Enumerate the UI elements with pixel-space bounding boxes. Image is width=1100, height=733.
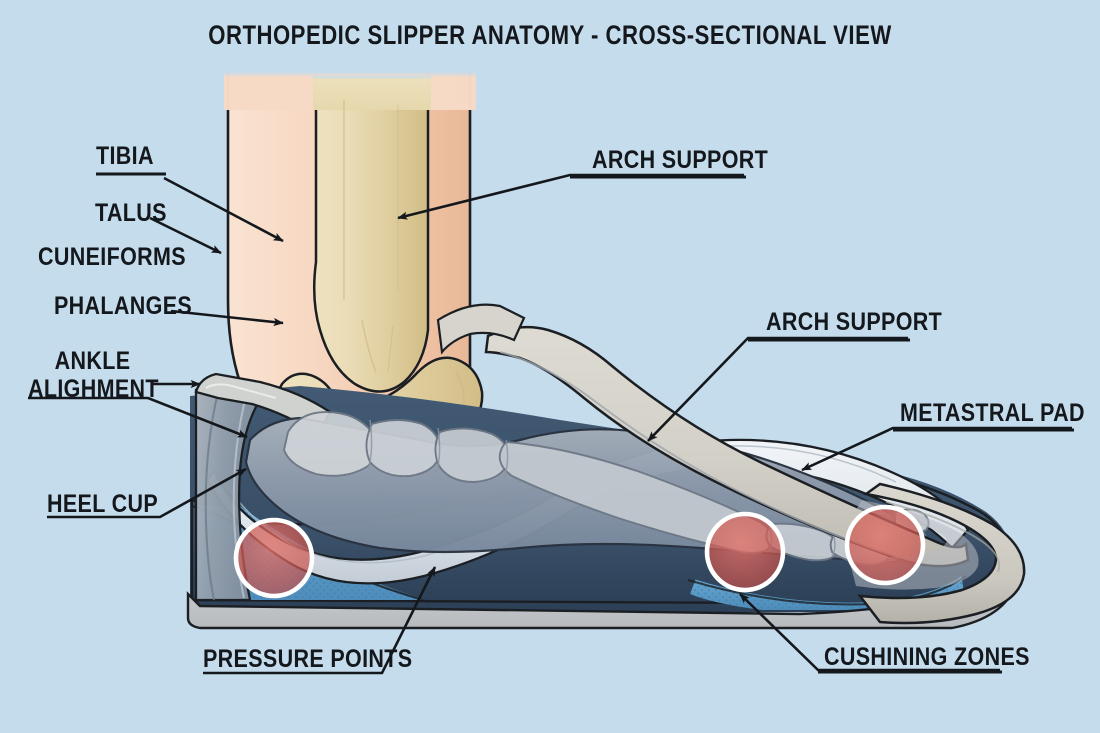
label-tibia: TIBIA (96, 142, 154, 170)
label-phalanges: PHALANGES (54, 292, 193, 320)
pressure-point-toe (844, 504, 926, 586)
leader-tibia (163, 176, 284, 243)
label-ankle-alighment: ANKLE ALIGHMENT (28, 347, 159, 403)
label-talus: TALUS (95, 199, 167, 227)
pressure-point-metatarsal (704, 511, 786, 593)
leader-cushining (739, 593, 1000, 672)
label-pressure-points: PRESSURE POINTS (203, 645, 413, 673)
leader-pressure (203, 566, 437, 675)
label-ankle-alighment-line2: ALIGHMENT (28, 374, 159, 403)
label-heel-cup: HEEL CUP (47, 490, 159, 518)
leader-metastral (801, 426, 1072, 472)
leader-arch-top (397, 173, 744, 220)
page-title: ORTHOPEDIC SLIPPER ANATOMY - CROSS-SECTI… (208, 20, 892, 50)
label-cushining-zones: CUSHINING ZONES (824, 643, 1030, 671)
label-underlines (96, 172, 1074, 674)
leader-phalanges (170, 309, 284, 327)
label-ankle-alighment-line1: ANKLE (54, 347, 131, 375)
leader-lines (28, 173, 1072, 675)
leader-ankle-2 (28, 396, 248, 439)
label-cuneiforms: CUNEIFORMS (38, 243, 186, 271)
pressure-point-circles (233, 504, 926, 599)
label-metastral-pad: METASTRAL PAD (900, 399, 1085, 427)
label-arch-support-mid: ARCH SUPPORT (766, 308, 943, 336)
label-arch-support-top: ARCH SUPPORT (592, 146, 769, 174)
leader-arch-mid (647, 336, 908, 442)
leader-talus (149, 216, 222, 255)
pressure-point-heel (233, 517, 315, 599)
leader-heelcup (47, 467, 247, 519)
tibia-bone (312, 76, 431, 393)
